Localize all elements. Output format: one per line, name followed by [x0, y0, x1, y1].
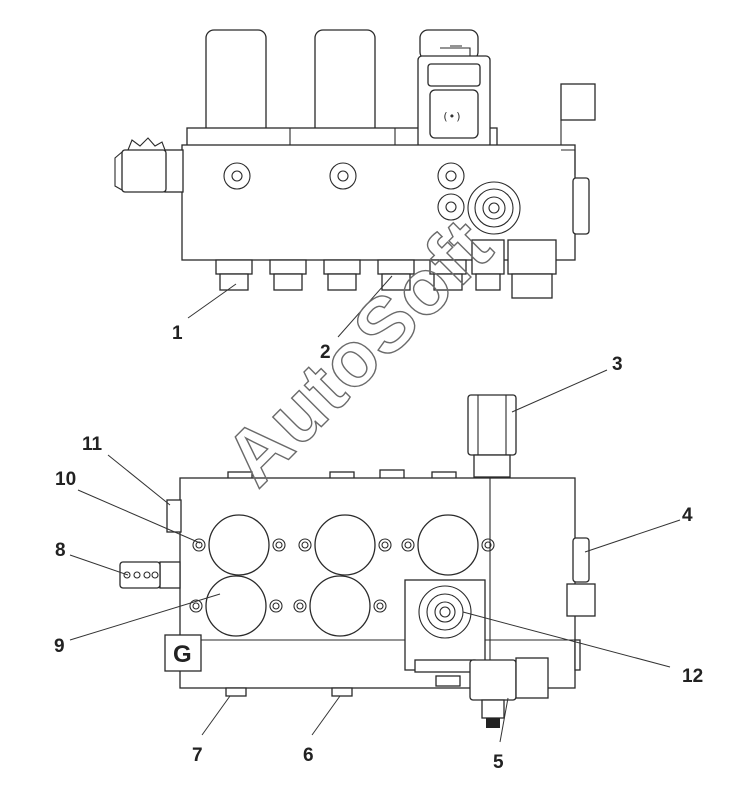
- front-view: G: [119, 394, 596, 728]
- port-g-box: [164, 634, 202, 672]
- callout-4: 4: [682, 505, 693, 526]
- bottom-fitting-5: [435, 657, 549, 728]
- left-connector-8: [119, 561, 181, 589]
- cartridge-row-1: [192, 514, 495, 576]
- port-g-label: G: [173, 641, 192, 668]
- callout-5: 5: [493, 752, 504, 773]
- leader-lines: [69, 275, 681, 743]
- top-right-fitting: [572, 177, 590, 235]
- top-block-fitting: [467, 181, 521, 235]
- bottom-port-6: [331, 687, 353, 697]
- callout-labels: 1 2 3 4 5 6 7 8 9 10 11 12: [54, 323, 703, 773]
- top-right-cap: [560, 83, 596, 121]
- callout-9: 9: [54, 636, 65, 657]
- pressure-fitting: [467, 394, 517, 478]
- callout-7: 7: [192, 745, 203, 766]
- top-bottom-fittings: [215, 239, 557, 299]
- callout-11: 11: [82, 434, 103, 455]
- top-left-connector: [114, 137, 184, 193]
- solenoid-coil-1: [205, 29, 267, 136]
- top-view: (•): [114, 29, 596, 299]
- relief-valve: [404, 579, 486, 673]
- svg-text:(•): (•): [442, 110, 462, 123]
- right-fitting-4: [572, 537, 590, 583]
- callout-12: 12: [682, 666, 703, 687]
- bottom-port-7: [225, 687, 247, 697]
- callout-8: 8: [55, 540, 66, 561]
- callout-2: 2: [320, 342, 331, 363]
- callout-3: 3: [612, 354, 623, 375]
- cartridge-row-2: [189, 575, 387, 637]
- callout-6: 6: [303, 745, 314, 766]
- solenoid-coil-2: [314, 29, 376, 136]
- top-block-bolts: [223, 162, 465, 221]
- callout-10: 10: [55, 469, 76, 490]
- callout-1: 1: [172, 323, 183, 344]
